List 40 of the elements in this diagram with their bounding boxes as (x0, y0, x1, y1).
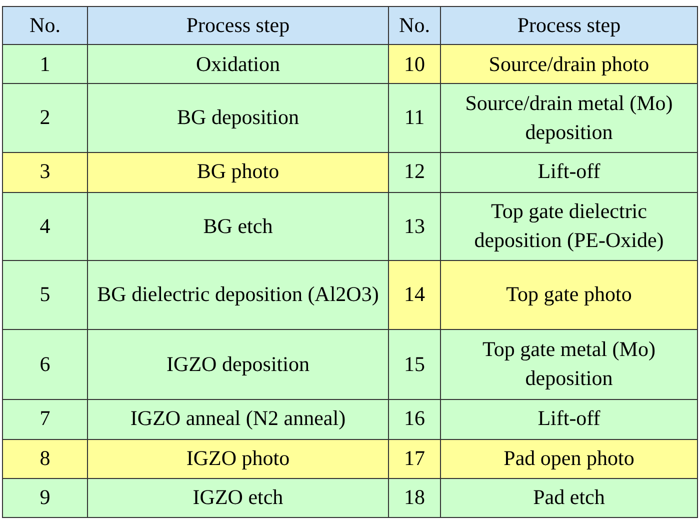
process-step: Pad etch (440, 478, 698, 518)
process-step: BG deposition (88, 84, 388, 152)
column-header: No. (2, 6, 88, 45)
process-step: IGZO deposition (88, 330, 388, 399)
process-step: IGZO photo (88, 439, 388, 478)
step-number: 18 (388, 478, 440, 518)
step-number: 3 (2, 152, 88, 192)
process-step: Source/drain photo (440, 44, 698, 84)
step-number: 12 (388, 152, 440, 192)
step-number: 14 (388, 260, 440, 330)
step-number: 17 (388, 439, 440, 478)
step-number: 6 (2, 330, 88, 399)
column-header: No. (388, 6, 440, 45)
column-header: Process step (88, 6, 388, 45)
process-step: BG dielectric deposition (Al2O3) (88, 260, 388, 330)
step-number: 11 (388, 84, 440, 152)
step-number: 9 (2, 478, 88, 518)
step-number: 2 (2, 84, 88, 152)
step-number: 7 (2, 399, 88, 440)
process-step: Source/drain metal (Mo) deposition (440, 84, 698, 152)
process-step: Top gate photo (440, 260, 698, 330)
step-number: 5 (2, 260, 88, 330)
process-step: IGZO etch (88, 478, 388, 518)
step-number: 13 (388, 192, 440, 260)
process-step: Top gate dielectric deposition (PE-Oxide) (440, 192, 698, 260)
step-number: 16 (388, 399, 440, 440)
step-number: 15 (388, 330, 440, 399)
process-step: BG photo (88, 152, 388, 192)
process-step: IGZO anneal (N2 anneal) (88, 399, 388, 440)
step-number: 10 (388, 44, 440, 84)
process-step: Top gate metal (Mo) deposition (440, 330, 698, 399)
process-step: Pad open photo (440, 439, 698, 478)
process-step: Lift-off (440, 399, 698, 440)
process-step: Oxidation (88, 44, 388, 84)
step-number: 8 (2, 439, 88, 478)
step-number: 4 (2, 192, 88, 260)
column-header: Process step (440, 6, 698, 45)
process-step: BG etch (88, 192, 388, 260)
process-step: Lift-off (440, 152, 698, 192)
step-number: 1 (2, 44, 88, 84)
